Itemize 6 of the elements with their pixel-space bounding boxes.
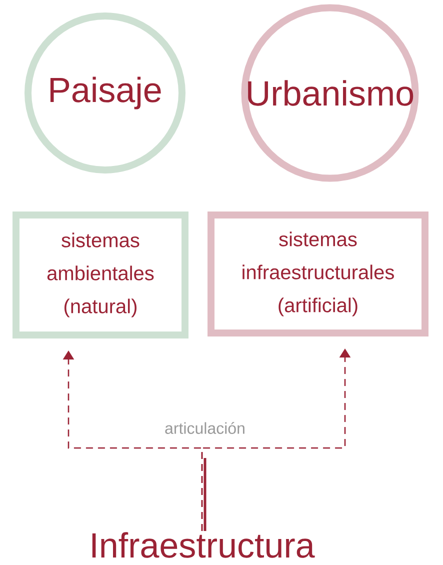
edge-label: articulación (164, 421, 246, 435)
circle-node: Paisaje (24, 12, 186, 174)
text-box: sistemas infraestructurales (artificial) (208, 212, 428, 336)
circle-node: Urbanismo (241, 4, 419, 182)
text-box: sistemas ambientales (natural) (12, 212, 188, 338)
title-text: Infraestructura (92, 532, 315, 558)
